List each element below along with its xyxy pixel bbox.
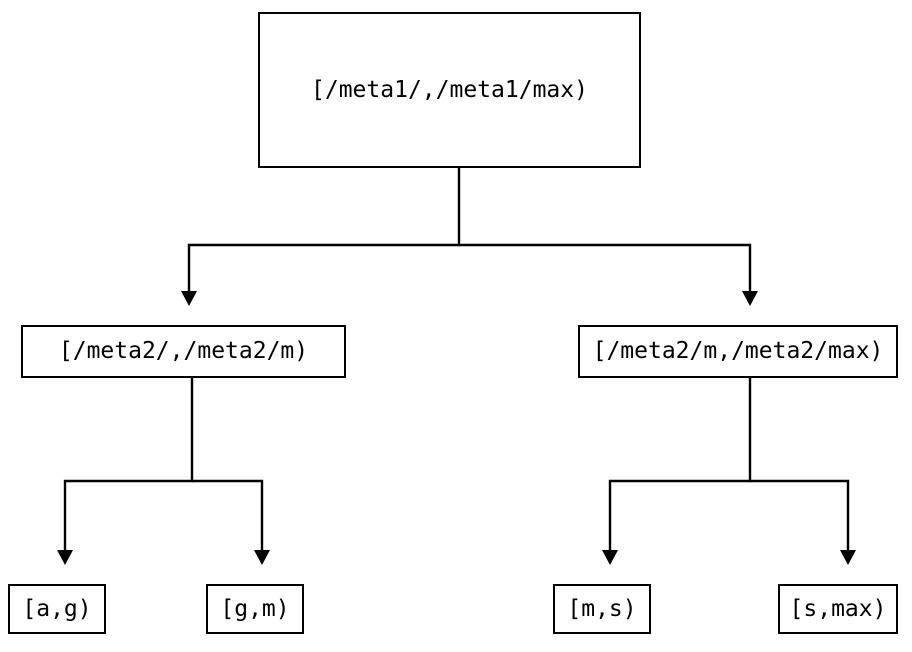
arrowhead-icon — [602, 550, 618, 565]
edge-mid-right-to-leaf-m-s — [602, 378, 752, 565]
node-leaf-s-max[interactable]: [s,max) — [778, 584, 898, 634]
node-root[interactable]: [/meta1/,/meta1/max) — [258, 12, 641, 168]
node-leaf-s-max-label: [s,max) — [789, 595, 887, 622]
node-leaf-a-g-label: [a,g) — [22, 595, 92, 622]
node-leaf-g-m[interactable]: [g,m) — [206, 584, 304, 634]
node-leaf-a-g[interactable]: [a,g) — [8, 584, 106, 634]
edge-mid-right-to-leaf-s-max — [750, 479, 856, 565]
arrowhead-icon — [254, 550, 270, 565]
node-leaf-g-m-label: [g,m) — [220, 595, 290, 622]
node-mid-right-label: [/meta2/m,/meta2/max) — [592, 338, 884, 364]
arrowhead-icon — [840, 550, 856, 565]
node-leaf-m-s[interactable]: [m,s) — [553, 584, 651, 634]
edge-mid-left-to-leaf-g-m — [192, 479, 270, 565]
node-mid-left-label: [/meta2/,/meta2/m) — [58, 338, 309, 364]
node-mid-left[interactable]: [/meta2/,/meta2/m) — [21, 325, 346, 378]
arrowhead-icon — [181, 291, 197, 306]
arrowhead-icon — [742, 291, 758, 306]
node-leaf-m-s-label: [m,s) — [567, 595, 637, 622]
edge-root-to-mid-right — [459, 243, 758, 306]
node-mid-right[interactable]: [/meta2/m,/meta2/max) — [578, 325, 898, 378]
node-root-label: [/meta1/,/meta1/max) — [311, 76, 588, 103]
arrowhead-icon — [57, 550, 73, 565]
edge-mid-left-to-leaf-a-g — [57, 378, 194, 565]
edge-root-to-mid-left — [181, 168, 461, 306]
